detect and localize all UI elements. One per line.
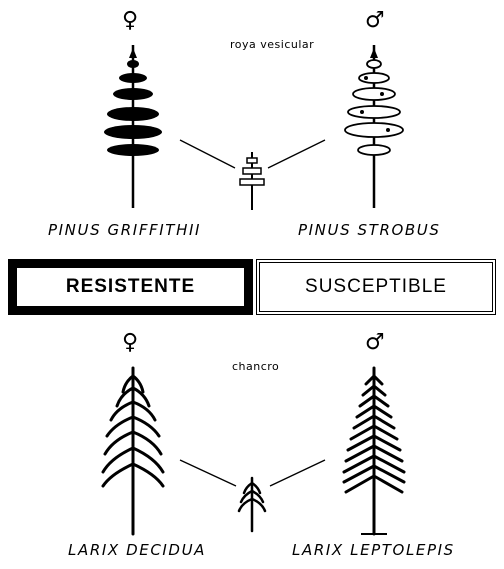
susceptible-label: SUSCEPTIBLE	[305, 276, 447, 297]
pinus-strobus-tree-icon	[344, 45, 404, 208]
hybrid-pine-tree-icon	[239, 152, 265, 210]
disease-label-top: roya vesicular	[230, 38, 315, 51]
resistant-box: RESISTENTE	[8, 259, 253, 315]
larix-decidua-tree-icon	[101, 366, 165, 536]
pinus-griffithii-tree-icon	[104, 45, 162, 208]
species-label-larix-leptolepis: LARIX LEPTOLEPIS	[292, 541, 455, 559]
susceptible-box: SUSCEPTIBLE	[256, 259, 496, 315]
male-symbol-bottom: ♂	[365, 330, 385, 355]
female-symbol-bottom: ♀	[122, 330, 139, 355]
hybrid-cross-lines-top	[179, 139, 326, 169]
larix-leptolepis-tree-icon	[342, 366, 406, 536]
hybrid-larch-tree-icon	[237, 476, 267, 533]
female-symbol-top: ♀	[122, 8, 139, 33]
species-label-pinus-griffithii: PINUS GRIFFITHII	[48, 221, 201, 239]
resistant-label: RESISTENTE	[65, 276, 196, 297]
male-symbol-top: ♂	[365, 8, 385, 33]
disease-label-bottom: chancro	[232, 360, 280, 373]
species-label-larix-decidua: LARIX DECIDUA	[68, 541, 207, 559]
species-label-pinus-strobus: PINUS STROBUS	[298, 221, 441, 239]
